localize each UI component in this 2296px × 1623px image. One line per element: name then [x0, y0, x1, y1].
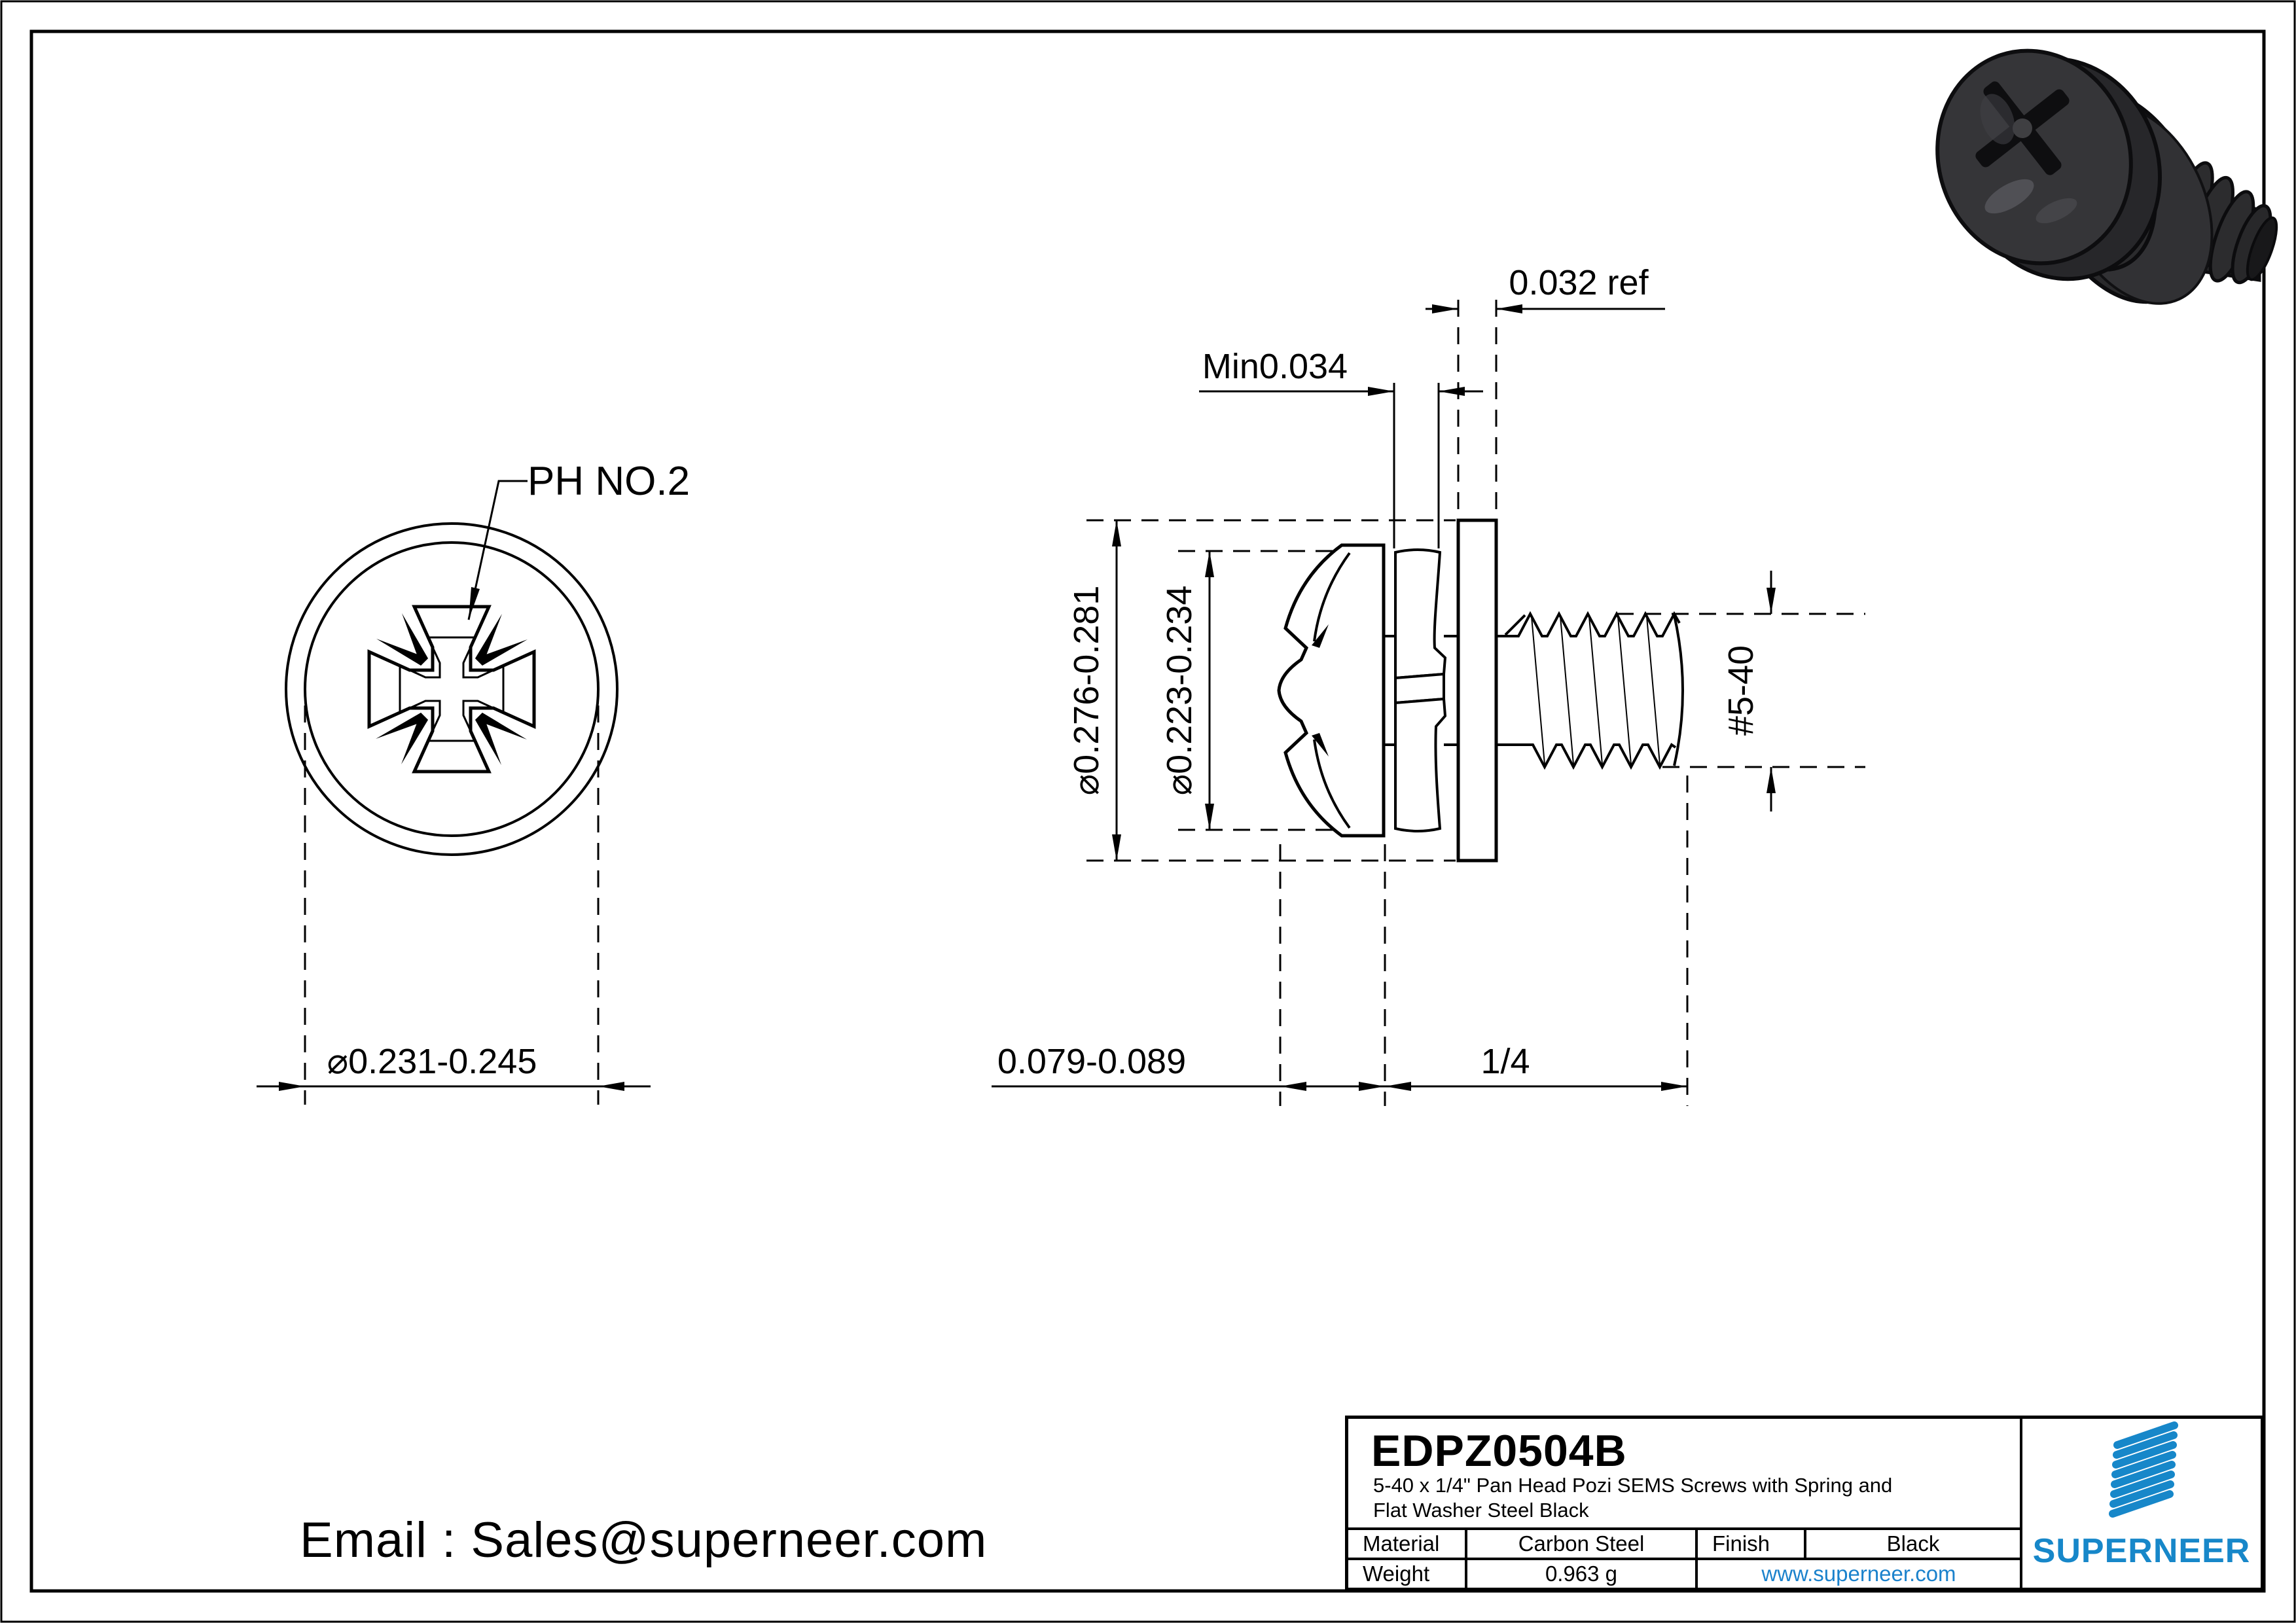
side-view: 0.032 ref Min0.034 ⌀0.276-0.281	[992, 263, 1865, 1106]
svg-text:0.032 ref: 0.032 ref	[1509, 263, 1649, 302]
svg-text:1/4: 1/4	[1480, 1042, 1530, 1081]
part-number: EDPZ0504B	[1371, 1426, 1627, 1476]
dim-head-diameter: ⌀0.231-0.245	[327, 1042, 537, 1081]
flat-washer-profile	[1456, 518, 1498, 863]
contact-email[interactable]: Email : Sales@superneer.com	[300, 1512, 988, 1568]
product-3d-image	[1935, 48, 2278, 305]
weight-website-row: Weight 0.963 g www.superneer.com	[1348, 1558, 2020, 1588]
svg-text:⌀0.276-0.281: ⌀0.276-0.281	[1067, 586, 1106, 796]
title-block: EDPZ0504B 5-40 x 1/4" Pan Head Pozi SEMS…	[1345, 1416, 2264, 1591]
dim-flat-washer-thickness: 0.032 ref	[1426, 263, 1665, 516]
part-description-line1: 5-40 x 1/4" Pan Head Pozi SEMS Screws wi…	[1373, 1474, 1893, 1497]
head-circle	[304, 541, 600, 837]
weight-label: Weight	[1363, 1561, 1430, 1586]
spring-washer-profile	[1394, 548, 1447, 832]
weight-value: 0.963 g	[1465, 1560, 1695, 1588]
dim-thread-size: #5-40	[1617, 571, 1865, 812]
material-label: Material	[1363, 1531, 1440, 1556]
pan-head-profile	[1277, 543, 1386, 838]
dim-spring-washer-od: ⌀0.223-0.234	[1160, 550, 1339, 831]
brand-logo-cell: SUPERNEER	[2022, 1419, 2261, 1588]
svg-text:0.079-0.089: 0.079-0.089	[997, 1042, 1186, 1081]
dim-head-height-and-length: 0.079-0.089 1/4	[992, 776, 1689, 1106]
leader-arrowhead	[469, 587, 480, 620]
part-description-line2: Flat Washer Steel Black	[1373, 1499, 1589, 1522]
dim-flat-washer-od: ⌀0.276-0.281	[1067, 519, 1456, 862]
dim-spring-washer-thickness: Min0.034	[1199, 347, 1483, 548]
finish-value: Black	[1804, 1530, 2020, 1558]
brand-name: SUPERNEER	[2032, 1532, 2251, 1570]
drive-callout-label: PH NO.2	[528, 459, 690, 504]
front-view: PH NO.2 ⌀0.231-0.245	[257, 459, 690, 1105]
flat-washer-circle	[285, 522, 619, 856]
title-block-info: EDPZ0504B 5-40 x 1/4" Pan Head Pozi SEMS…	[1348, 1419, 2022, 1588]
finish-label: Finish	[1695, 1530, 1804, 1558]
website-link[interactable]: www.superneer.com	[1695, 1560, 2020, 1588]
svg-text:⌀0.223-0.234: ⌀0.223-0.234	[1160, 586, 1199, 796]
svg-text:Min0.034: Min0.034	[1202, 347, 1348, 386]
shank-lines	[1384, 635, 1458, 746]
pozi-recess	[367, 605, 536, 774]
material-value: Carbon Steel	[1465, 1530, 1695, 1558]
drive-callout-leader	[467, 480, 528, 620]
front-diameter-dimension: ⌀0.231-0.245	[257, 705, 651, 1105]
material-finish-row: Material Carbon Steel Finish Black	[1348, 1527, 2020, 1558]
svg-text:#5-40: #5-40	[1721, 645, 1761, 736]
thread-profile	[1496, 611, 1684, 770]
brand-logo-stripes-icon	[2109, 1421, 2178, 1518]
